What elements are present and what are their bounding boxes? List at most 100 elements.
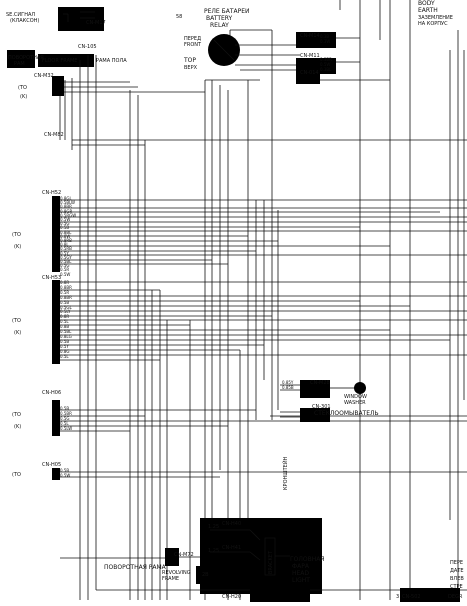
wire-code-h53: 0.8BR [60,284,72,290]
wire-code-h52: 0.8RB [60,238,72,243]
wire-code-h52: 0.5RB [60,246,72,252]
right-edge-label-1: ПЕРЕ [450,560,464,566]
wire-code-h52: 0.5W [60,217,71,222]
k-top-label: (K) [20,94,28,100]
wire-code-h52: 0.8GR [60,208,73,214]
wire-code-h52: 0.8L [60,242,69,248]
num-125-label: 1.25 [208,548,220,554]
right-edge-label-4: СТРЕ [450,584,463,590]
headlight-symbol [264,537,276,576]
body-earth-label-1: BODY [418,0,435,7]
cn-m14-label: CN-M14 [300,33,320,39]
wire-code-h53: 0.5Y [60,343,69,349]
body-earth-label-2: EARTH [418,7,438,14]
cn-014-label: CN-014 [300,70,319,76]
cn-m72-label: CN-M72 [174,552,194,558]
wire-code-h53: 0.5GL [60,304,72,310]
wire-code-h06: 0.5G [60,416,70,421]
head-light-label-2: LIGHT [292,577,310,584]
floor-ru-label: РАМА ПОЛА [96,58,127,64]
rotary-frame-box [7,50,35,68]
wire-code-h06: 0.5L [60,421,69,426]
rotary-ru2-label: РАМ [14,61,25,67]
wire-code-h05: 0.5B [60,468,70,473]
body-earth-ru2-label: НА КОРПУС [418,21,448,27]
head-light-label-1: HEAD [292,570,310,577]
wire-code-h52: 0.8GL [60,196,72,201]
cn-m72-connector [165,548,179,566]
wire-code-m28: 0.85B [282,385,294,390]
bracket-label: BRACKET [268,550,274,574]
cn-301-connector [300,408,330,422]
top-label: TOP [184,57,197,64]
top-ru-label: ВЕРХ [184,65,198,71]
wire-code-h53: 0.5LY [60,309,71,315]
cn-h20-label: CN-H20 [222,594,242,600]
window-washer-connector [300,380,330,398]
cn-301-label: CN-301 [312,404,331,410]
front-ru-label: ПЕРЕД [184,36,201,42]
wire-code-h53: 0.5B [60,338,70,344]
cn-h06-label: CN-H06 [42,390,62,396]
cn-105-label: CN-105 [78,44,97,50]
wire-code-m14: 0.3W [320,39,331,44]
right-edge-label-5: DEGR [448,594,463,600]
wire-code-m14: 0.3B [320,34,330,39]
cn-014-connector [296,74,320,84]
k-h52-label: (K) [14,244,22,250]
wire-code-h52: 0.5W [60,271,71,277]
wire-code-h53: 0.8R [60,314,70,320]
wire-code-h05: 0.5W [60,473,71,478]
window-washer-label-1: WINDOW [344,394,367,400]
cn-m17-label: CN-M17 [86,20,106,26]
wire-code-m11: 0.3BR [320,57,332,62]
battery-relay-label-2: RELAY [210,22,229,29]
head-light-ru-label-2: ФАРА [292,563,309,570]
wire-code-h52: 0.5BLW [60,200,75,206]
rotary-ru-label: ПОВОРОТНАЯ [8,55,44,61]
to-h53-label: (TO [12,318,21,324]
cn-m28-label: CN-M28 [310,380,330,386]
wire-code-h52: 0.5R [60,267,70,273]
num-58-label: 58 [176,14,183,20]
revolving-ru-label: ПОВОРОТНАЯ РАМА [104,564,166,571]
wire-code-h53: 0.8G [60,348,70,354]
wire-code-h52: 0.5Y [60,250,69,256]
cn-h40-label: CN-H40 [222,521,242,527]
wire-code-h53: 0.5B [60,299,70,305]
signal-sub-label: (КЛАКСОН) [10,18,40,24]
cn-h52-label: CN-H52 [42,190,62,196]
window-washer-label-2: WASHER [344,400,366,406]
wire-code-h06: 0.5B [60,406,70,411]
bracket-ru-label: КРОНШТЕЙН [283,456,289,490]
k-h06-label: (K) [14,424,22,430]
wire-code-h06: 0.5BR [60,411,72,416]
wire-code-h52: 0.8BL [60,229,72,235]
wire-code-h52: 0.5B [60,225,70,231]
signal-box-outline [58,7,104,31]
cn-m11-connector [296,58,336,74]
wire-code-h52: 0.5G [60,263,70,269]
to-h06-label: (TO [12,412,21,418]
wire-code-h53: 0.5L [60,353,69,359]
to-top-label: (TO [18,85,27,91]
cn-502-label: CN-502 [402,594,421,600]
washer-ru-label: СТЕКЛООМЫВАТЕЛЬ [314,410,379,417]
right-edge-label-2: ДАТЕ [450,568,464,574]
wire-code-h53: 0.8LG [60,333,72,339]
wire-code-h06: 0.5LW [60,426,73,431]
wire-code-h53: 0.5L [60,319,69,325]
num-25-label: 1.25 [208,524,220,530]
body-earth-ru-label: ЗАЗЕМЛЕНИЕ [418,15,453,21]
k-h53-label: (K) [14,330,22,336]
wire-code-h52: 0.5RGW [60,212,77,218]
right-edge-label-3: ВЛЕВ [450,576,464,582]
wire-code-h53: 0.5BL [60,329,72,334]
wire-code-h52: 0.8W [60,233,71,239]
cn-h05-label: CN-H05 [42,462,62,468]
wire-code-h53: 0.8R [60,280,70,285]
wire-code-m28: 0.85Y [282,380,294,385]
cn-m82-label: CN-M82 [44,132,64,138]
wire-code-m11: 0.5W [320,62,331,67]
